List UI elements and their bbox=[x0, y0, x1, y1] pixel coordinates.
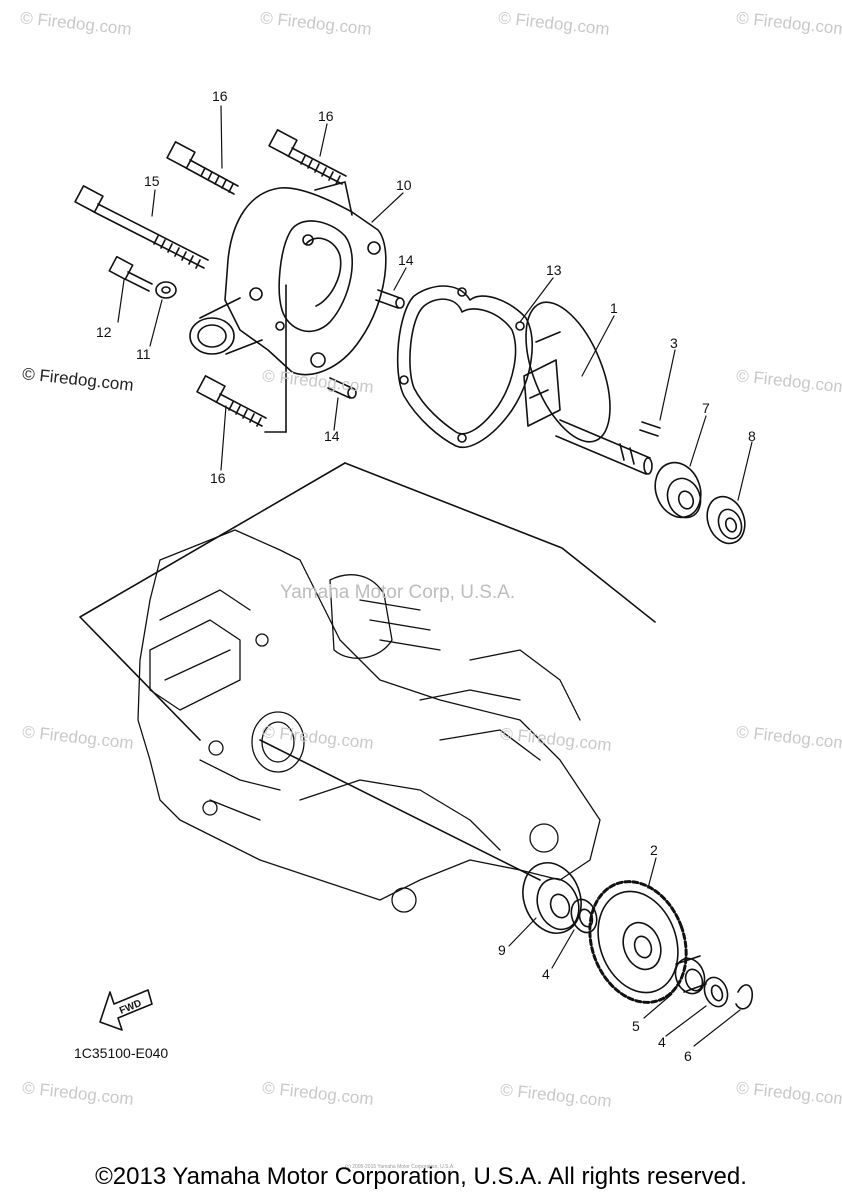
callout-14: 14 bbox=[398, 252, 414, 268]
bearing-7 bbox=[654, 461, 702, 519]
callout-16: 16 bbox=[318, 108, 334, 124]
impeller-shaft-1 bbox=[523, 301, 653, 475]
watermark-yamaha: Yamaha Motor Corp, U.S.A. bbox=[280, 582, 516, 603]
callout-14: 14 bbox=[324, 428, 340, 444]
callout-5: 5 bbox=[632, 1018, 640, 1034]
circlip-6 bbox=[735, 984, 754, 1010]
callout-2: 2 bbox=[650, 842, 658, 858]
gear-2 bbox=[588, 880, 688, 1004]
dowel-pin-14-upper bbox=[375, 289, 405, 309]
callout-12: 12 bbox=[96, 324, 112, 340]
callout-7: 7 bbox=[702, 400, 710, 416]
callout-11: 11 bbox=[136, 346, 151, 362]
callout-6: 6 bbox=[684, 1048, 692, 1064]
bolt-15 bbox=[74, 185, 209, 269]
bolt-12 bbox=[108, 255, 153, 292]
bearing-9 bbox=[522, 862, 582, 934]
callout-15: 15 bbox=[144, 173, 160, 189]
callout-10: 10 bbox=[396, 177, 412, 193]
bolt-16-upper-right bbox=[268, 129, 347, 185]
callout-13: 13 bbox=[546, 262, 562, 278]
oil-seal-8 bbox=[706, 495, 746, 545]
washer-11 bbox=[155, 281, 177, 299]
bolt-16-upper-left bbox=[166, 141, 239, 195]
callout-4: 4 bbox=[658, 1034, 666, 1050]
washer-4-right bbox=[703, 976, 729, 1008]
fine-print: (c) 2005-2015 Yamaha Motor Corporation, … bbox=[345, 1164, 455, 1170]
callout-16: 16 bbox=[212, 88, 228, 104]
callout-9: 9 bbox=[498, 942, 506, 958]
dowel-pin-14-lower bbox=[327, 377, 357, 399]
fwd-arrow-icon bbox=[99, 989, 153, 1031]
callout-3: 3 bbox=[670, 335, 678, 351]
callout-16: 16 bbox=[210, 470, 226, 486]
crankcase bbox=[137, 529, 601, 913]
callout-4: 4 bbox=[542, 966, 550, 982]
gasket-13 bbox=[396, 285, 533, 449]
bolt-16-lower bbox=[196, 375, 267, 427]
assembly-frame bbox=[79, 181, 656, 881]
callout-1: 1 bbox=[610, 300, 618, 316]
pin-3 bbox=[639, 421, 661, 437]
collar-5 bbox=[674, 955, 707, 995]
pump-cover-10 bbox=[189, 187, 387, 376]
diagram-code: 1C35100-E040 bbox=[74, 1045, 169, 1061]
callout-8: 8 bbox=[748, 428, 756, 444]
leader-lines bbox=[117, 105, 753, 1047]
copyright-footer: ©2013 Yamaha Motor Corporation, U.S.A. A… bbox=[95, 1163, 747, 1190]
